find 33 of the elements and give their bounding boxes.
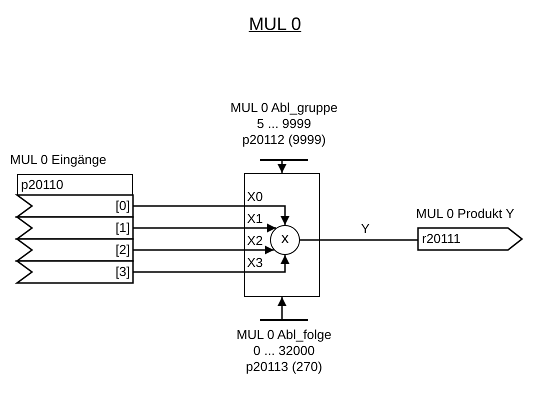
index-label: [3] [116,263,130,281]
connector-arrow [133,255,290,273]
edge-label: Y [361,221,370,236]
parameter-text: 5 ... 9999 [256,116,312,132]
parameter-text: 0 ... 32000 [252,343,316,359]
index-label: [1] [116,219,130,237]
connector-arrow [133,205,290,225]
index-label: [2] [116,241,130,259]
parameter-text: p20112 (9999) [241,132,327,148]
multiply-circle: x [270,225,300,255]
index-row [17,217,133,239]
edge-label: X2 [247,233,263,248]
diagram-title: MUL 0 [248,14,302,35]
parameter-text: p20113 (270) [244,359,324,375]
parameter-text: MUL 0 Abl_gruppe [229,100,339,116]
function-block [244,173,320,297]
parameter-text: r20111 [422,230,461,248]
connector-label: MUL 0 Eingänge [10,152,106,168]
edge-label: X0 [247,189,263,204]
connector-arrow [133,246,274,254]
edge-label: X3 [247,255,263,270]
connector-arrow [278,161,286,173]
connector-label: MUL 0 Produkt Y [416,206,514,222]
index-row [17,195,133,217]
index-row [17,261,133,283]
connector-arrow [133,224,276,232]
edge-label: X1 [247,211,263,226]
output-connector [414,206,522,252]
index-row [17,239,133,261]
connector-arrow [278,297,286,319]
parameter-field: p20110 [17,174,133,196]
parameter-text: MUL 0 Abl_folge [236,327,332,343]
index-label: [0] [116,197,130,215]
